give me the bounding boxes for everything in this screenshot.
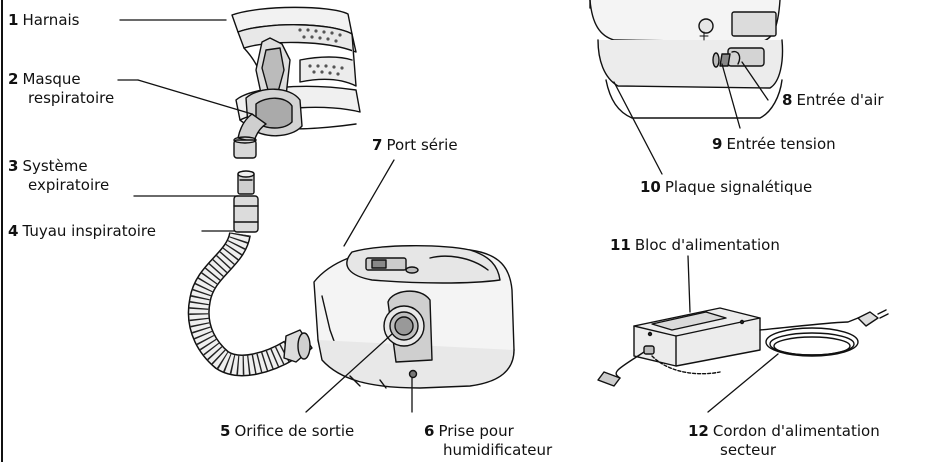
label-number: 2 — [8, 70, 19, 88]
headgear-drawing — [231, 6, 361, 233]
label-number: 8 — [782, 91, 793, 109]
label-text: Plaque signalétique — [664, 178, 813, 196]
label-number: 9 — [712, 135, 723, 153]
label-number: 4 — [8, 222, 19, 240]
device-rear-drawing — [589, 0, 784, 119]
label-number: 3 — [8, 157, 19, 175]
label-text-line2: respiratoire — [28, 89, 115, 107]
label-text: Orifice de sortie — [234, 422, 355, 440]
cpap-device-drawing — [313, 245, 515, 389]
label-number: 12 — [688, 422, 709, 440]
label-text: Harnais — [22, 11, 80, 29]
label-number: 6 — [424, 422, 435, 440]
label-text: Bloc d'alimentation — [634, 236, 780, 254]
label-text: Tuyau inspiratoire — [22, 222, 157, 240]
label-text: Port série — [386, 136, 458, 154]
label-text-line2: humidificateur — [443, 441, 553, 459]
leader-lines — [117, 19, 779, 413]
label-number: 10 — [640, 178, 661, 196]
label-text: Cordon d'alimentation — [712, 422, 880, 440]
label-text: Système — [22, 157, 88, 175]
label-number: 11 — [610, 236, 631, 254]
label-number: 5 — [220, 422, 231, 440]
power-supply-drawing — [597, 307, 889, 387]
label-text: Masque — [22, 70, 81, 88]
label-number: 1 — [8, 11, 19, 29]
label-text: Entrée tension — [726, 135, 836, 153]
hose-drawing — [187, 231, 313, 377]
label-text-line2: expiratoire — [28, 176, 110, 194]
label-text: Prise pour — [438, 422, 514, 440]
label-text-line2: secteur — [720, 441, 777, 459]
label-number: 7 — [372, 136, 383, 154]
label-text: Entrée d'air — [796, 91, 884, 109]
